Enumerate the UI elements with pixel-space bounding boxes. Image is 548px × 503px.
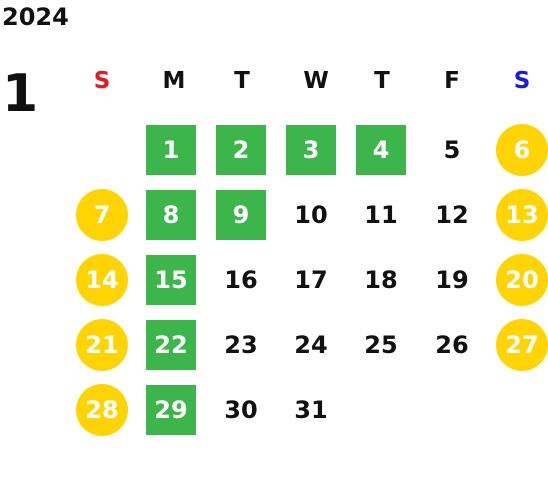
day-12[interactable]: 12 bbox=[435, 201, 469, 229]
day-5[interactable]: 5 bbox=[443, 136, 461, 164]
weekday-sunday: S bbox=[93, 68, 111, 94]
day-21[interactable]: 21 bbox=[76, 319, 128, 371]
day-13[interactable]: 13 bbox=[496, 189, 548, 241]
day-27[interactable]: 27 bbox=[496, 319, 548, 371]
day-16[interactable]: 16 bbox=[224, 266, 258, 294]
day-26[interactable]: 26 bbox=[435, 331, 469, 359]
month-number: 1 bbox=[2, 64, 39, 124]
day-3[interactable]: 3 bbox=[286, 125, 336, 175]
weekday-saturday: S bbox=[513, 68, 531, 94]
day-31[interactable]: 31 bbox=[294, 396, 328, 424]
day-2[interactable]: 2 bbox=[216, 125, 266, 175]
day-25[interactable]: 25 bbox=[364, 331, 398, 359]
day-1[interactable]: 1 bbox=[146, 125, 196, 175]
day-10[interactable]: 10 bbox=[294, 201, 328, 229]
weekday-monday: M bbox=[162, 68, 186, 94]
day-15[interactable]: 15 bbox=[146, 255, 196, 305]
day-28[interactable]: 28 bbox=[76, 384, 128, 436]
weekday-friday: F bbox=[444, 68, 460, 94]
day-4[interactable]: 4 bbox=[356, 125, 406, 175]
day-11[interactable]: 11 bbox=[364, 201, 398, 229]
weekday-tuesday: T bbox=[234, 68, 250, 94]
year-label: 2024 bbox=[2, 3, 69, 31]
day-22[interactable]: 22 bbox=[146, 320, 196, 370]
day-23[interactable]: 23 bbox=[224, 331, 258, 359]
day-17[interactable]: 17 bbox=[294, 266, 328, 294]
weekday-wednesday: W bbox=[303, 68, 329, 94]
day-14[interactable]: 14 bbox=[76, 254, 128, 306]
day-20[interactable]: 20 bbox=[496, 254, 548, 306]
day-18[interactable]: 18 bbox=[364, 266, 398, 294]
day-19[interactable]: 19 bbox=[435, 266, 469, 294]
day-8[interactable]: 8 bbox=[146, 190, 196, 240]
day-7[interactable]: 7 bbox=[76, 189, 128, 241]
day-30[interactable]: 30 bbox=[224, 396, 258, 424]
day-29[interactable]: 29 bbox=[146, 385, 196, 435]
day-6[interactable]: 6 bbox=[496, 124, 548, 176]
day-9[interactable]: 9 bbox=[216, 190, 266, 240]
weekday-thursday: T bbox=[374, 68, 390, 94]
day-24[interactable]: 24 bbox=[294, 331, 328, 359]
